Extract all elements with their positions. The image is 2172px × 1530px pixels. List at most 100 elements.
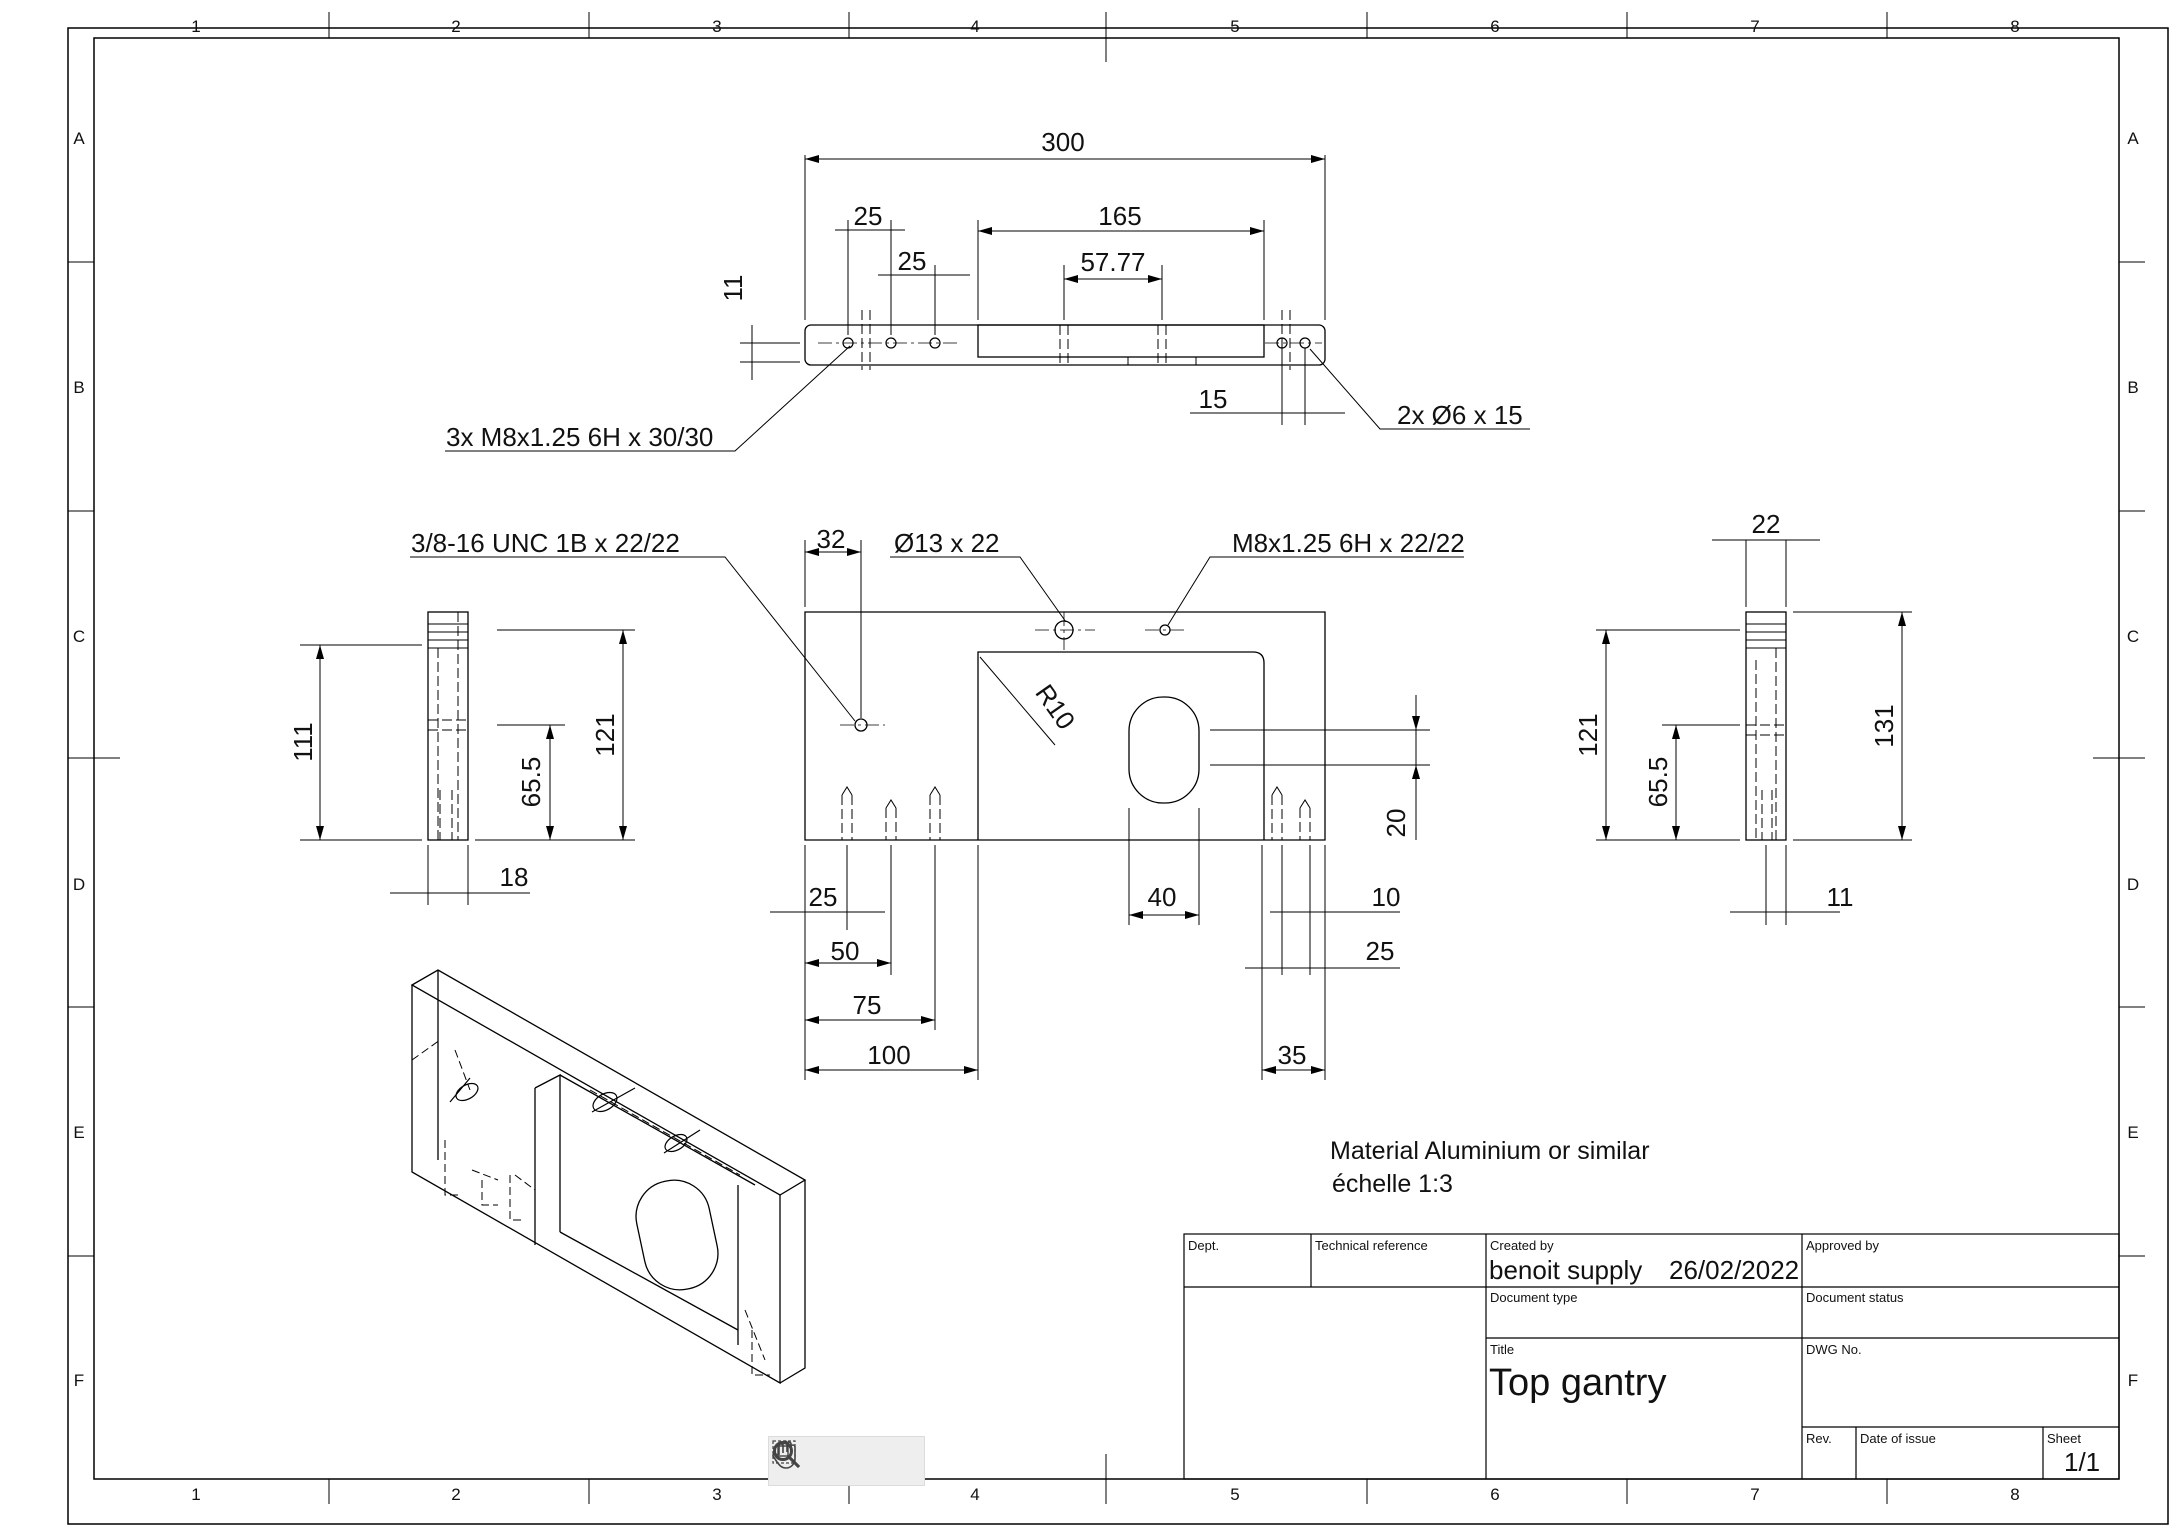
tb-created-date: 26/02/2022 xyxy=(1669,1255,1799,1285)
zone-col-7-top: 7 xyxy=(1750,17,1759,36)
front-view-slot xyxy=(977,651,1265,840)
tb-doctype-label: Document type xyxy=(1490,1290,1577,1305)
top-view-pocket xyxy=(977,324,1265,358)
tb-dept-label: Dept. xyxy=(1188,1238,1219,1253)
top-view-leaders xyxy=(445,345,1530,452)
zone-row-a-left: A xyxy=(73,129,85,148)
note-material: Material Aluminium or similar xyxy=(1330,1137,1650,1165)
tb-sheet-label: Sheet xyxy=(2047,1431,2081,1446)
dim-10: 10 xyxy=(1372,882,1401,912)
zone-row-e-left: E xyxy=(73,1123,84,1142)
zone-col-8-bottom: 8 xyxy=(2010,1485,2019,1504)
tb-docstatus-label: Document status xyxy=(1806,1290,1904,1305)
dimension-arrows xyxy=(316,155,1906,1074)
callout-thread-top: 3x M8x1.25 6H x 30/30 xyxy=(446,422,713,452)
zone-col-1-bottom: 1 xyxy=(191,1485,200,1504)
tb-title-value: Top gantry xyxy=(1489,1362,1666,1404)
zone-row-d-left: D xyxy=(73,875,85,894)
zone-row-b-left: B xyxy=(73,378,84,397)
dim-20: 20 xyxy=(1381,809,1411,838)
zone-row-f-right: F xyxy=(2128,1371,2138,1390)
dim-131: 131 xyxy=(1869,704,1899,747)
zone-row-c-right: C xyxy=(2127,627,2139,646)
dim-40: 40 xyxy=(1148,882,1177,912)
tb-dwg-label: DWG No. xyxy=(1806,1342,1862,1357)
dim-65-5-left: 65.5 xyxy=(516,757,546,808)
zone-row-c-left: C xyxy=(73,627,85,646)
dim-25-top-b: 25 xyxy=(898,246,927,276)
zone-col-4-bottom: 4 xyxy=(970,1485,979,1504)
dim-32: 32 xyxy=(817,524,846,554)
dim-25-front: 25 xyxy=(809,882,838,912)
dim-75: 75 xyxy=(853,990,882,1020)
callout-unc: 3/8-16 UNC 1B x 22/22 xyxy=(411,528,680,558)
note-scale: échelle 1:3 xyxy=(1332,1170,1453,1198)
tb-sheet-value: 1/1 xyxy=(2064,1447,2100,1477)
dim-22: 22 xyxy=(1752,509,1781,539)
tb-rev-label: Rev. xyxy=(1806,1431,1832,1446)
dim-100: 100 xyxy=(867,1040,910,1070)
zone-col-8-top: 8 xyxy=(2010,17,2019,36)
tb-date-label: Date of issue xyxy=(1860,1431,1936,1446)
left-side-view xyxy=(300,611,635,905)
dim-11-top: 11 xyxy=(718,275,748,302)
dim-111: 111 xyxy=(288,722,318,762)
zone-col-1-top: 1 xyxy=(191,17,200,36)
dim-300: 300 xyxy=(1041,127,1084,157)
dim-25-front-right: 25 xyxy=(1366,936,1395,966)
zone-col-4-top: 4 xyxy=(970,17,979,36)
zone-col-5-bottom: 5 xyxy=(1230,1485,1239,1504)
dim-121-right: 121 xyxy=(1573,713,1603,756)
title-block xyxy=(1183,1233,2120,1480)
dim-35: 35 xyxy=(1278,1040,1307,1070)
dim-25-top-a: 25 xyxy=(854,201,883,231)
zone-labels: 1 2 3 4 5 6 7 8 1 2 3 4 5 6 7 8 A B C D … xyxy=(73,17,2139,1504)
zone-row-f-left: F xyxy=(74,1371,84,1390)
zone-col-2-top: 2 xyxy=(451,17,460,36)
tb-techref-label: Technical reference xyxy=(1315,1238,1428,1253)
tb-title-label: Title xyxy=(1490,1342,1514,1357)
callout-holes-top: 2x Ø6 x 15 xyxy=(1397,400,1523,430)
zone-row-a-right: A xyxy=(2127,129,2139,148)
zone-row-b-right: B xyxy=(2127,378,2138,397)
dim-57-77: 57.77 xyxy=(1080,247,1145,277)
zoom-fit-icon[interactable] xyxy=(773,1441,917,1480)
front-view-outline xyxy=(804,611,1326,841)
zone-row-d-right: D xyxy=(2127,875,2139,894)
isometric-view xyxy=(410,969,807,1385)
zone-col-7-bottom: 7 xyxy=(1750,1485,1759,1504)
right-view-outline xyxy=(1745,611,1787,841)
front-view-oblong-hole xyxy=(1128,696,1200,804)
callout-thread-front: M8x1.25 6H x 22/22 xyxy=(1232,528,1465,558)
zone-col-5-top: 5 xyxy=(1230,17,1239,36)
zone-tick-marks xyxy=(68,12,2145,1504)
zone-col-6-top: 6 xyxy=(1490,17,1499,36)
zone-col-2-bottom: 2 xyxy=(451,1485,460,1504)
zoom-window-icon[interactable] xyxy=(772,1440,865,1480)
tb-created-value: benoit supply xyxy=(1489,1255,1642,1285)
zone-row-e-right: E xyxy=(2127,1123,2138,1142)
zone-col-3-bottom: 3 xyxy=(712,1485,721,1504)
left-view-outline xyxy=(427,611,469,841)
callout-bore: Ø13 x 22 xyxy=(894,528,1000,558)
zone-col-3-top: 3 xyxy=(712,17,721,36)
zone-col-6-bottom: 6 xyxy=(1490,1485,1499,1504)
dim-11-right: 11 xyxy=(1827,882,1854,912)
dim-18: 18 xyxy=(500,862,529,892)
outer-frame xyxy=(67,27,2169,1525)
top-view xyxy=(445,155,1530,452)
dim-165: 165 xyxy=(1098,201,1141,231)
dim-121-left: 121 xyxy=(590,713,620,756)
front-view xyxy=(410,540,1464,1080)
dim-15: 15 xyxy=(1199,384,1228,414)
right-side-view xyxy=(1596,539,1912,925)
dim-r10: R10 xyxy=(1029,679,1081,735)
tb-created-label: Created by xyxy=(1490,1238,1554,1253)
viewer-toolbar xyxy=(768,1436,925,1486)
top-view-outline xyxy=(804,324,1326,366)
dim-50: 50 xyxy=(831,936,860,966)
tb-approved-label: Approved by xyxy=(1806,1238,1879,1253)
dim-65-5-right: 65.5 xyxy=(1643,757,1673,808)
